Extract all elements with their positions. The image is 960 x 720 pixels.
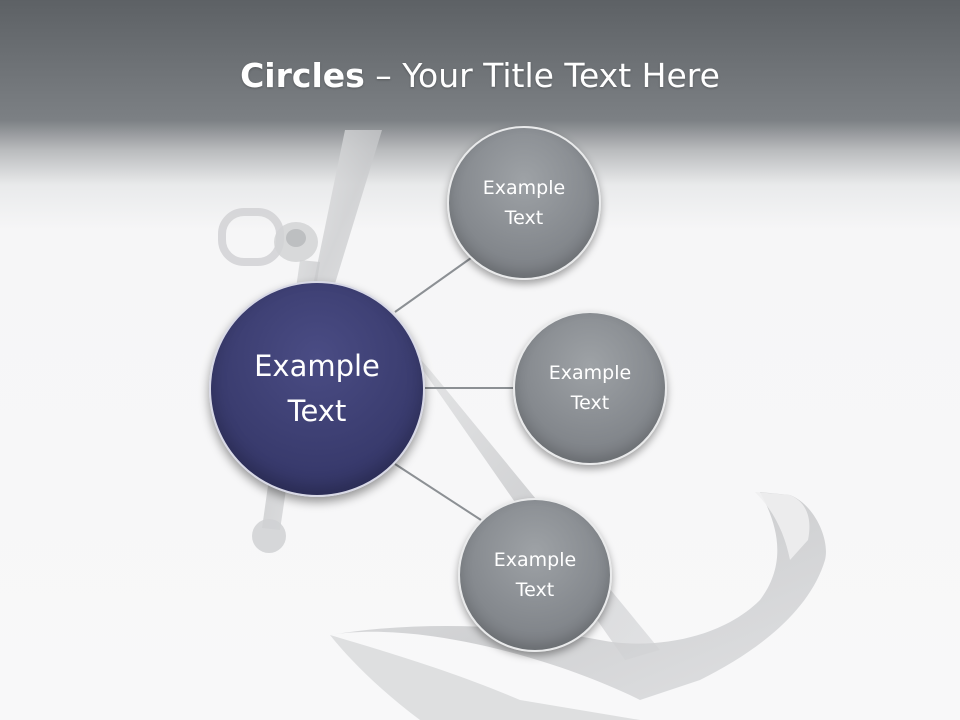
main-circle[interactable]: Example Text	[209, 281, 425, 497]
connector-line-1	[394, 257, 472, 313]
title-rest: – Your Title Text Here	[364, 56, 720, 95]
satellite-circle-text: Example Text	[548, 362, 632, 414]
satellite-circle-3[interactable]: Example Text	[458, 498, 612, 652]
satellite-circle-1[interactable]: Example Text	[447, 126, 601, 280]
satellite-circle-text: Example Text	[493, 549, 577, 601]
connector-line-3	[394, 463, 482, 521]
satellite-circle-2[interactable]: Example Text	[513, 311, 667, 465]
title-bold: Circles	[240, 56, 365, 95]
main-circle-text: Example Text	[254, 349, 380, 428]
slide-title: Circles – Your Title Text Here	[0, 54, 960, 98]
satellite-circle-text: Example Text	[482, 177, 566, 229]
